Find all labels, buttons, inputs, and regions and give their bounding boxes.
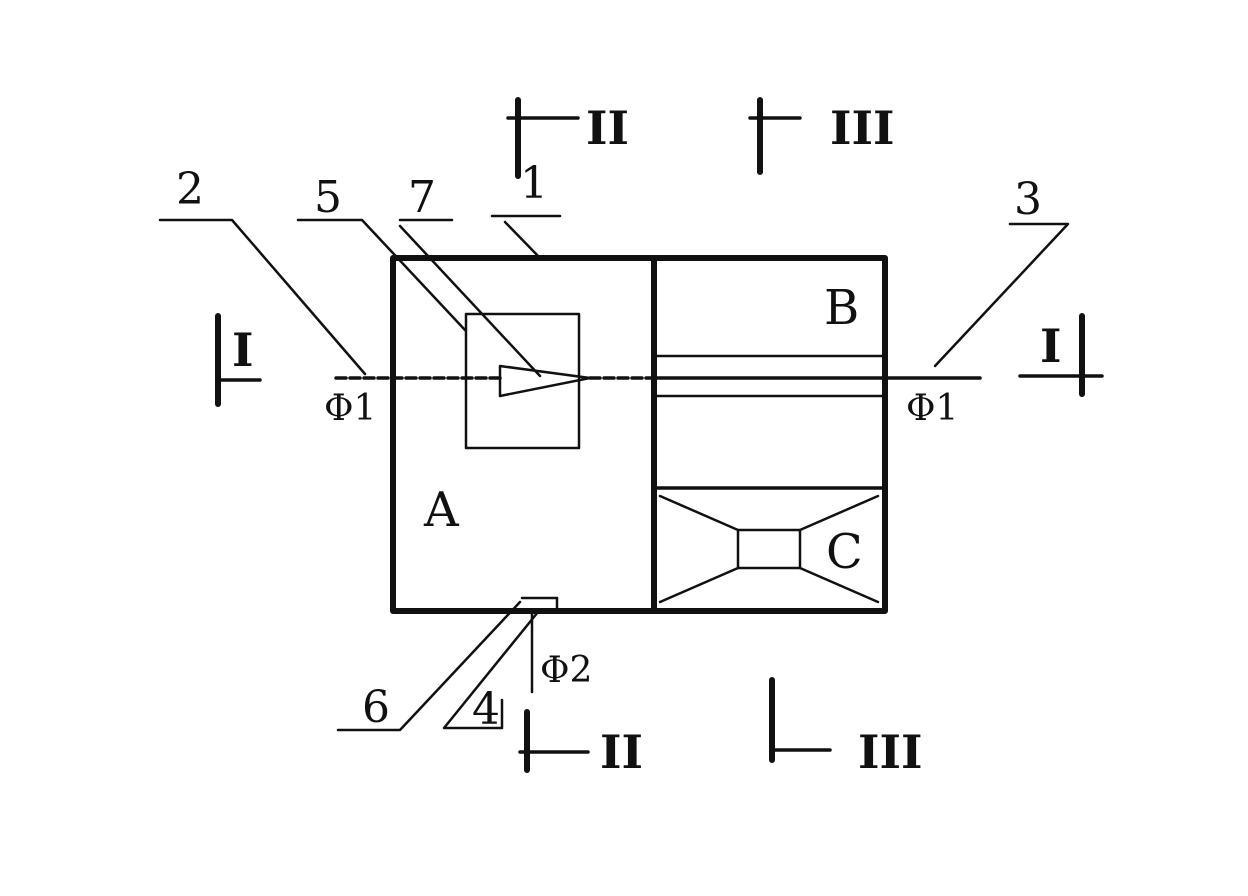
section-ii-bottom-label: II bbox=[600, 725, 643, 779]
venturi-line bbox=[658, 566, 740, 604]
housing-outline bbox=[390, 255, 888, 614]
nozzle-cone bbox=[498, 364, 592, 398]
section-i-right-label: I bbox=[1040, 319, 1062, 373]
venturi-throat bbox=[736, 528, 802, 570]
label-6: 6 bbox=[362, 682, 390, 733]
section-i-left-label: I bbox=[232, 323, 254, 377]
leader-1-diag bbox=[503, 220, 542, 260]
section-iii-bottom-label: III bbox=[858, 725, 923, 779]
leader-lines bbox=[158, 214, 1070, 732]
label-3: 3 bbox=[1014, 174, 1042, 225]
phi1-right-label: Φ1 bbox=[906, 388, 958, 429]
housing bbox=[390, 255, 888, 614]
phi2-label: Φ2 bbox=[540, 650, 592, 691]
section-ii-top-label: II bbox=[586, 101, 629, 155]
chamber-a-label: A bbox=[423, 482, 460, 538]
nozzle-assembly bbox=[334, 312, 982, 450]
label-5: 5 bbox=[314, 172, 342, 223]
leader-7-diag bbox=[398, 224, 542, 378]
text-labels: 2 5 7 1 3 4 6 A B C Φ1 Φ1 Φ2 I I II II I… bbox=[176, 101, 1062, 779]
leader-2 bbox=[158, 218, 367, 376]
venturi-line bbox=[658, 494, 740, 532]
label-7: 7 bbox=[408, 172, 436, 223]
leader-6 bbox=[336, 600, 522, 732]
chamber-b-label: B bbox=[824, 280, 859, 336]
phi1-left-label: Φ1 bbox=[324, 388, 376, 429]
leader-3 bbox=[933, 222, 1070, 368]
leader-4 bbox=[442, 610, 540, 730]
section-iii-top-label: III bbox=[830, 101, 895, 155]
label-1: 1 bbox=[520, 158, 548, 209]
nozzle-box bbox=[464, 312, 581, 450]
leader-5 bbox=[296, 218, 467, 332]
venturi-line bbox=[798, 494, 880, 532]
chamber-c-label: C bbox=[826, 524, 863, 580]
section-markers bbox=[215, 97, 1104, 773]
venturi bbox=[658, 494, 880, 604]
venturi-line bbox=[798, 566, 880, 604]
label-2: 2 bbox=[176, 164, 204, 215]
label-4: 4 bbox=[472, 684, 500, 735]
